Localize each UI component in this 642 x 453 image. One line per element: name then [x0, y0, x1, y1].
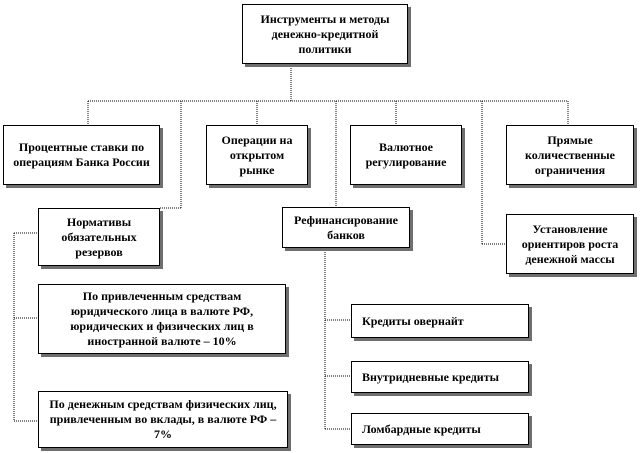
box-open-market: Операции на открытом рынке [206, 125, 308, 185]
foreign-currency-label: По привлеченным средствам юридического л… [70, 289, 254, 348]
overnight-label: Кредиты овернайт [362, 313, 464, 328]
box-overnight: Кредиты овернайт [351, 304, 529, 338]
open-market-label: Операции на открытом рынке [221, 132, 293, 177]
root-label: Инструменты и методы денежно-кредитной п… [260, 11, 390, 56]
intraday-label: Внутридневные кредиты [362, 369, 499, 384]
box-intraday: Внутридневные кредиты [351, 361, 529, 393]
box-foreign-currency: По привлеченным средствам юридического л… [38, 284, 286, 354]
reserves-label: Нормативы обязательных резервов [61, 214, 137, 259]
lombard-label: Ломбардные кредиты [362, 421, 481, 436]
box-money-supply: Установление ориентиров роста денежной м… [506, 214, 634, 274]
rub-deposits-label: По денежным средствам физических лиц, пр… [49, 397, 277, 441]
box-rates: Процентные ставки по операциям Банка Рос… [3, 125, 160, 185]
box-direct-limits: Прямые количественные ограничения [506, 125, 634, 185]
fx-label: Валютное регулирование [365, 140, 447, 169]
root-box: Инструменты и методы денежно-кредитной п… [242, 4, 408, 64]
direct-limits-label: Прямые количественные ограничения [524, 132, 616, 177]
box-reserves: Нормативы обязательных резервов [38, 208, 160, 266]
rates-label: Процентные ставки по операциям Банка Рос… [13, 140, 150, 169]
money-supply-label: Установление ориентиров роста денежной м… [521, 221, 619, 266]
box-refinancing: Рефинансирование банков [282, 207, 410, 248]
box-lombard: Ломбардные кредиты [351, 413, 529, 445]
box-fx: Валютное регулирование [350, 125, 462, 185]
box-rub-deposits: По денежным средствам физических лиц, пр… [38, 391, 288, 448]
refinancing-label: Рефинансирование банков [294, 212, 398, 242]
